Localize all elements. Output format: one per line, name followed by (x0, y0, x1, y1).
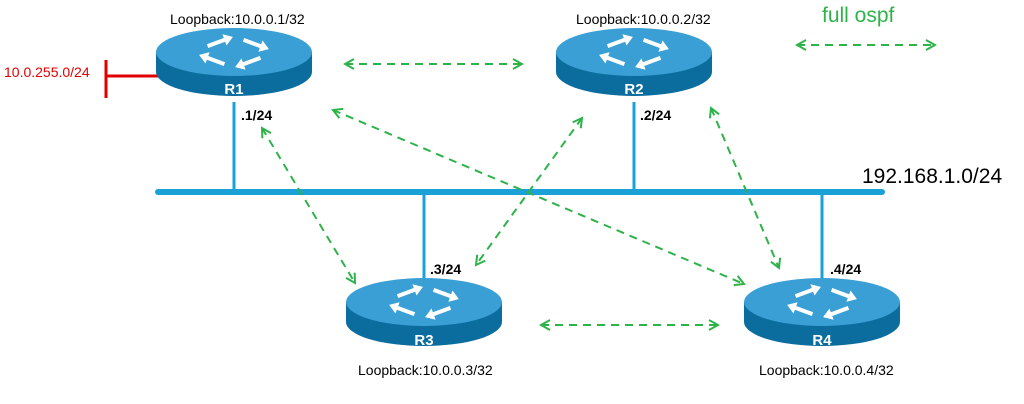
adjacency-r1-r4 (333, 110, 744, 284)
r2-interface-label: .2/24 (640, 107, 672, 123)
r3-loopback-label: Loopback:10.0.0.3/32 (358, 362, 493, 378)
router-name: R4 (812, 332, 832, 349)
router-name: R2 (624, 81, 643, 98)
router-r3: R3 (346, 278, 502, 349)
r2-loopback-label: Loopback:10.0.0.2/32 (576, 11, 711, 27)
adjacency-r1-r3 (262, 128, 355, 283)
adjacency-r2-r3 (476, 118, 582, 265)
router-r2: R2 (556, 28, 712, 98)
r1-interface-label: .1/24 (241, 107, 273, 123)
router-name: R3 (414, 332, 433, 349)
ospf-adjacencies (262, 45, 935, 325)
legend-label: full ospf (822, 4, 895, 27)
r3-interface-label: .3/24 (430, 261, 462, 277)
router-r4: R4 (744, 278, 900, 349)
lan-subnet-label: 192.168.1.0/24 (862, 165, 1003, 188)
r1-loopback-label: Loopback:10.0.0.1/32 (170, 11, 305, 27)
r4-interface-label: .4/24 (830, 261, 862, 277)
adjacency-r2-r4 (711, 108, 779, 268)
r4-loopback-label: Loopback:10.0.0.4/32 (759, 362, 894, 378)
lan-links (155, 102, 885, 290)
external-subnet-label: 10.0.255.0/24 (4, 64, 90, 80)
router-r1: R1 (156, 28, 312, 98)
router-name: R1 (224, 81, 243, 98)
external-network-stub (104, 60, 160, 98)
